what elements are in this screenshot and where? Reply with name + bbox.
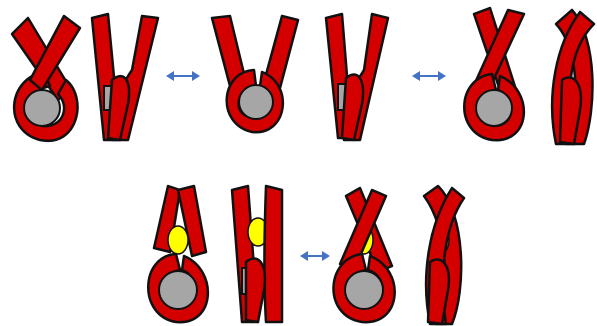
figure-2-side bbox=[92, 14, 158, 140]
row-1 bbox=[12, 8, 594, 144]
hole-core-icon bbox=[159, 271, 197, 309]
figure-1-loop-crossed bbox=[12, 16, 80, 141]
band-curl bbox=[246, 258, 265, 322]
row-2 bbox=[148, 186, 464, 324]
insert-oval-icon bbox=[168, 226, 188, 254]
band-front-strap bbox=[265, 186, 283, 322]
figure-10-side-crossed-insert bbox=[424, 186, 464, 324]
double-arrow-icon bbox=[300, 251, 330, 261]
hole-core-icon bbox=[239, 85, 273, 119]
figure-6-side-crossed bbox=[552, 10, 594, 144]
figure-7-loop-insert bbox=[148, 186, 208, 322]
double-arrow-icon bbox=[412, 71, 446, 81]
hole-core-icon bbox=[24, 90, 60, 126]
double-arrow-icon bbox=[166, 71, 200, 81]
figure-4-side bbox=[326, 14, 388, 140]
figure-3-loop-open bbox=[212, 16, 298, 132]
hole-core-icon bbox=[345, 271, 383, 309]
hole-core-icon bbox=[476, 90, 512, 126]
figure-5-loop-crossed bbox=[464, 8, 524, 140]
figure-9-loop-crossed-insert bbox=[333, 188, 394, 322]
figure-8-side-insert bbox=[232, 186, 282, 322]
